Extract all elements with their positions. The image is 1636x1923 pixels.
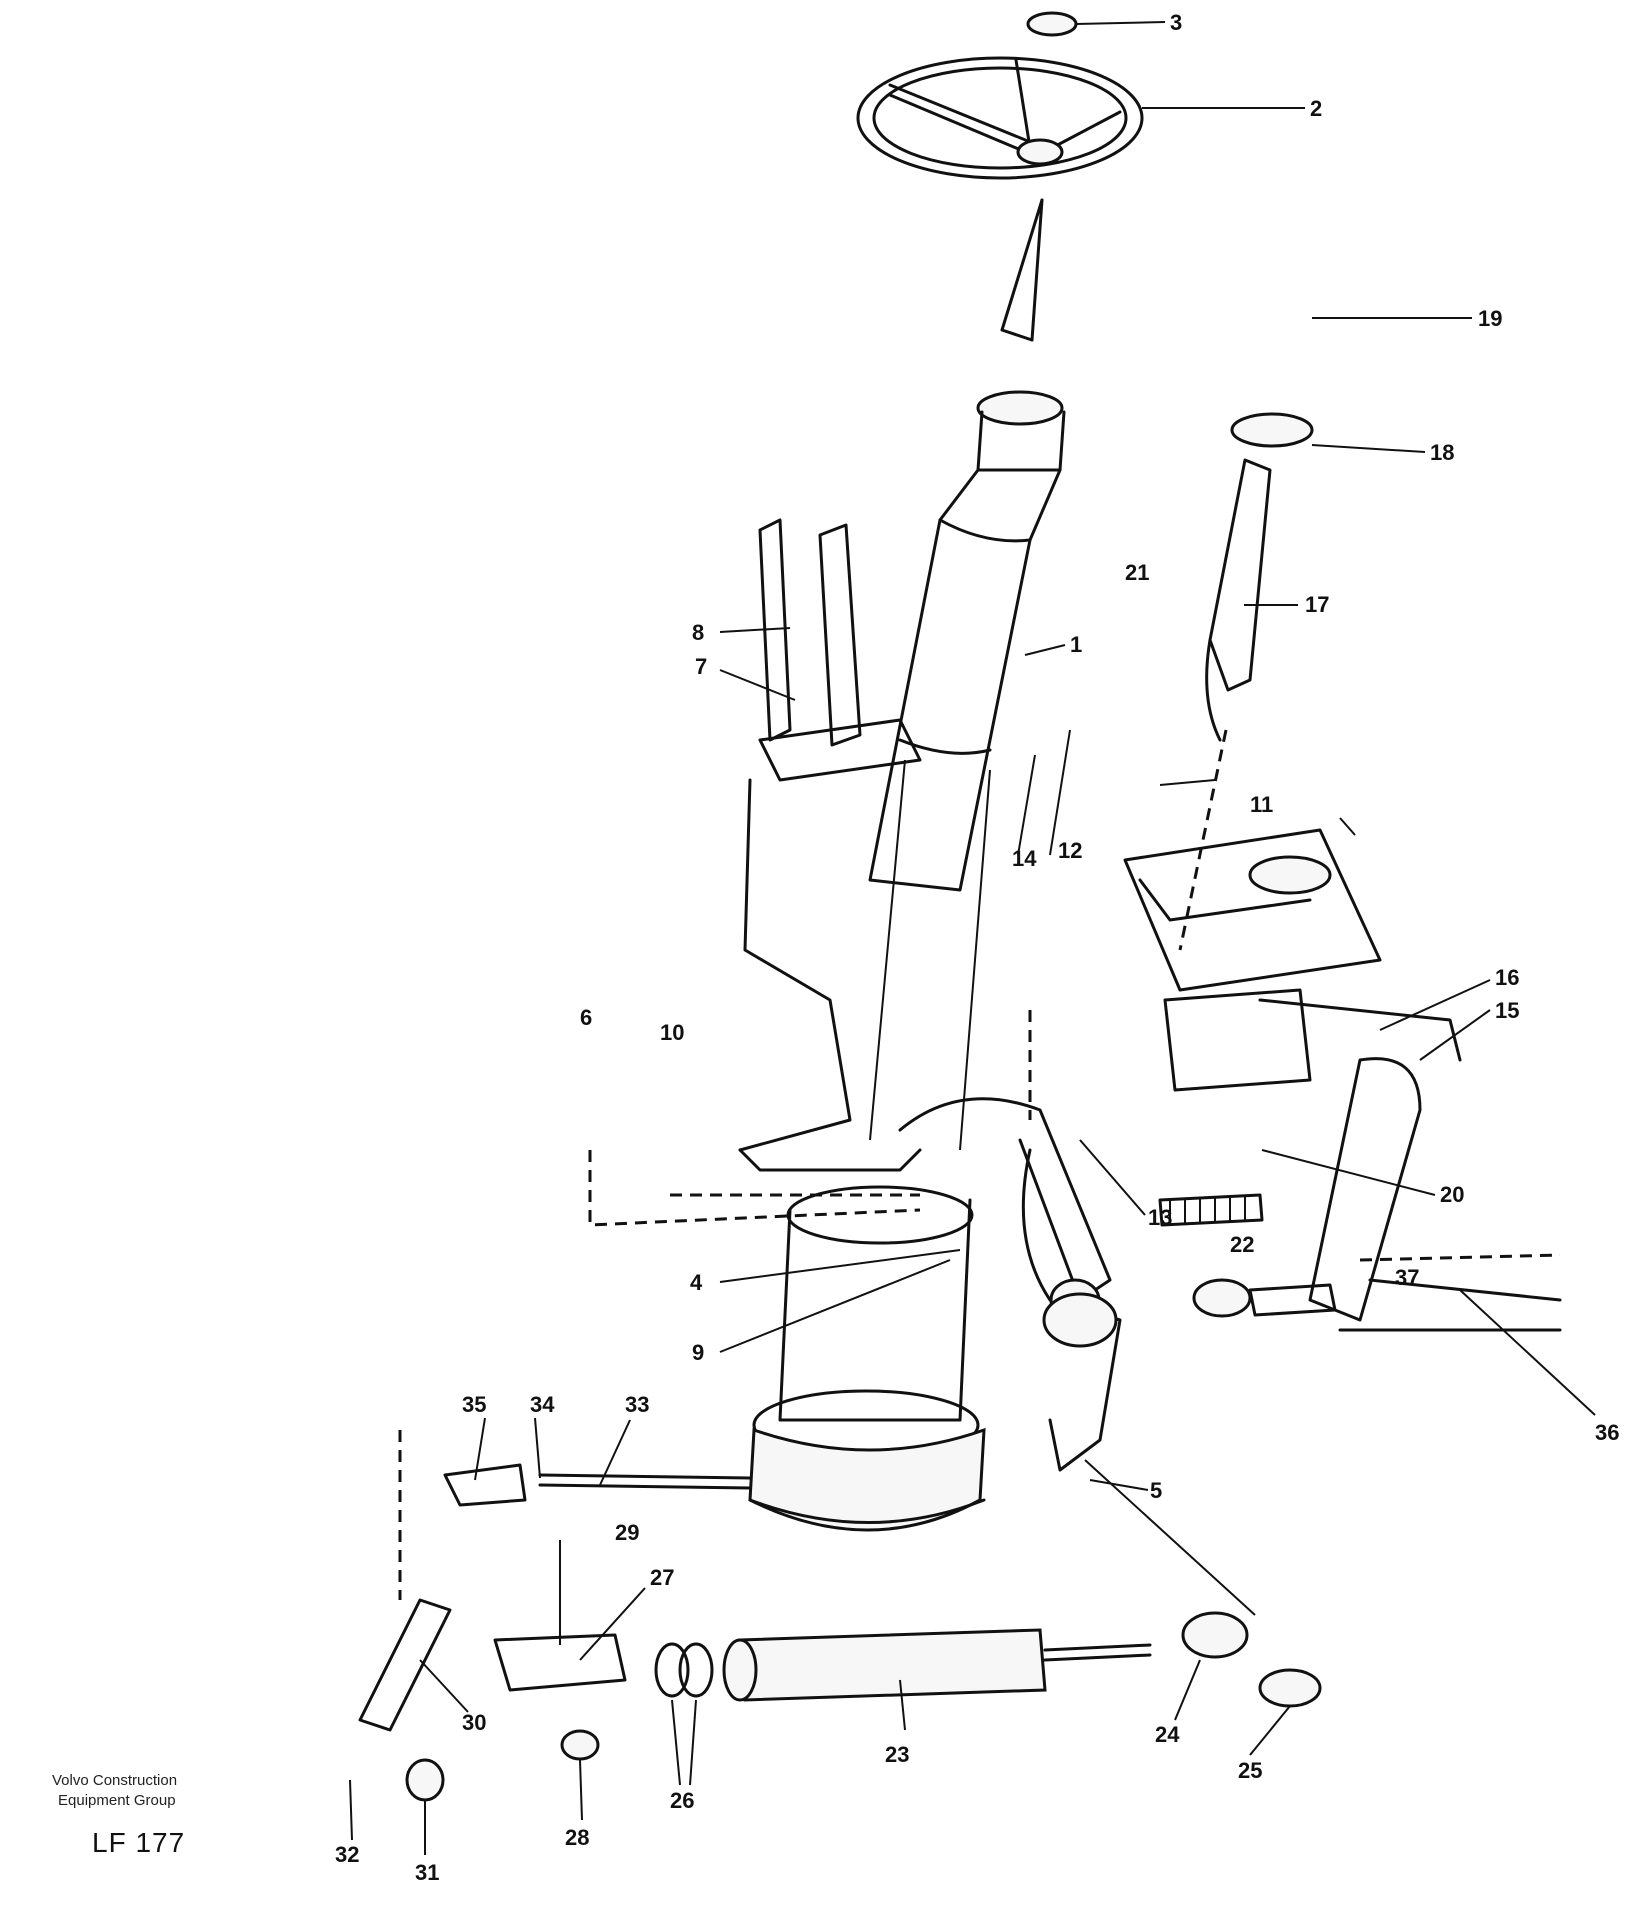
callout-35: 35	[462, 1392, 486, 1417]
callout-33: 33	[625, 1392, 649, 1417]
hydraulic-cylinder	[654, 1628, 1152, 1702]
return-spring	[1158, 1193, 1264, 1227]
callout-20: 20	[1440, 1182, 1464, 1207]
callout-6: 6	[580, 1005, 592, 1030]
callout-31: 31	[415, 1860, 439, 1885]
leader-lines	[349, 21, 1596, 1855]
callout-27: 27	[650, 1565, 674, 1590]
column-base	[748, 1185, 986, 1532]
column-bracket	[738, 518, 922, 1172]
caption-block: Volvo Construction Equipment Group LF 17…	[52, 1772, 185, 1858]
callout-5: 5	[1150, 1478, 1162, 1503]
callout-32: 32	[335, 1842, 359, 1867]
callout-29: 29	[615, 1520, 639, 1545]
rod-eye	[1181, 1611, 1322, 1708]
callout-10: 10	[660, 1020, 684, 1045]
callout-28: 28	[565, 1825, 589, 1850]
diagram-code: LF 177	[92, 1827, 185, 1858]
steering-column	[868, 390, 1066, 1151]
callout-7: 7	[695, 654, 707, 679]
callout-8: 8	[692, 620, 704, 645]
callout-18: 18	[1430, 440, 1454, 465]
callout-17: 17	[1305, 592, 1329, 617]
caption-line-2: Equipment Group	[58, 1792, 176, 1809]
lever-handle	[1205, 412, 1314, 742]
linkage-arm	[898, 1097, 1122, 1472]
callout-34: 34	[530, 1392, 555, 1417]
callout-36: 36	[1595, 1420, 1619, 1445]
callout-25: 25	[1238, 1758, 1262, 1783]
callout-24: 24	[1155, 1722, 1180, 1747]
callout-22: 22	[1230, 1232, 1254, 1257]
callout-11: 11	[1250, 792, 1273, 817]
hub-pointer	[1000, 198, 1044, 342]
callout-26: 26	[670, 1788, 694, 1813]
pivot-link	[358, 1598, 452, 1802]
callout-16: 16	[1495, 965, 1519, 990]
callout-37: 37	[1395, 1265, 1419, 1290]
callout-9: 9	[692, 1340, 704, 1365]
steering-wheel	[856, 56, 1144, 180]
callout-19: 19	[1478, 306, 1502, 331]
callout-labels: 1 2 3 4 5 6 7 8 9 10 11 12 13 14 15 16 1…	[335, 10, 1619, 1885]
callout-2: 2	[1310, 96, 1322, 121]
link-rod	[443, 1463, 752, 1507]
callout-1: 1	[1070, 632, 1082, 657]
clevis-bracket	[493, 1633, 627, 1761]
callout-23: 23	[885, 1742, 909, 1767]
callout-13: 13	[1148, 1205, 1172, 1230]
callout-14: 14	[1012, 846, 1037, 871]
horn-cap	[1026, 11, 1078, 37]
rod-end	[1192, 1278, 1337, 1318]
callout-21: 21	[1125, 560, 1149, 585]
callout-30: 30	[462, 1710, 486, 1735]
callout-15: 15	[1495, 998, 1519, 1023]
caption-line-1: Volvo Construction	[52, 1772, 177, 1789]
lever-mechanism	[1042, 828, 1562, 1348]
callout-3: 3	[1170, 10, 1182, 35]
callout-4: 4	[690, 1270, 703, 1295]
assembly-lines	[398, 729, 1561, 1600]
callout-12: 12	[1058, 838, 1082, 863]
